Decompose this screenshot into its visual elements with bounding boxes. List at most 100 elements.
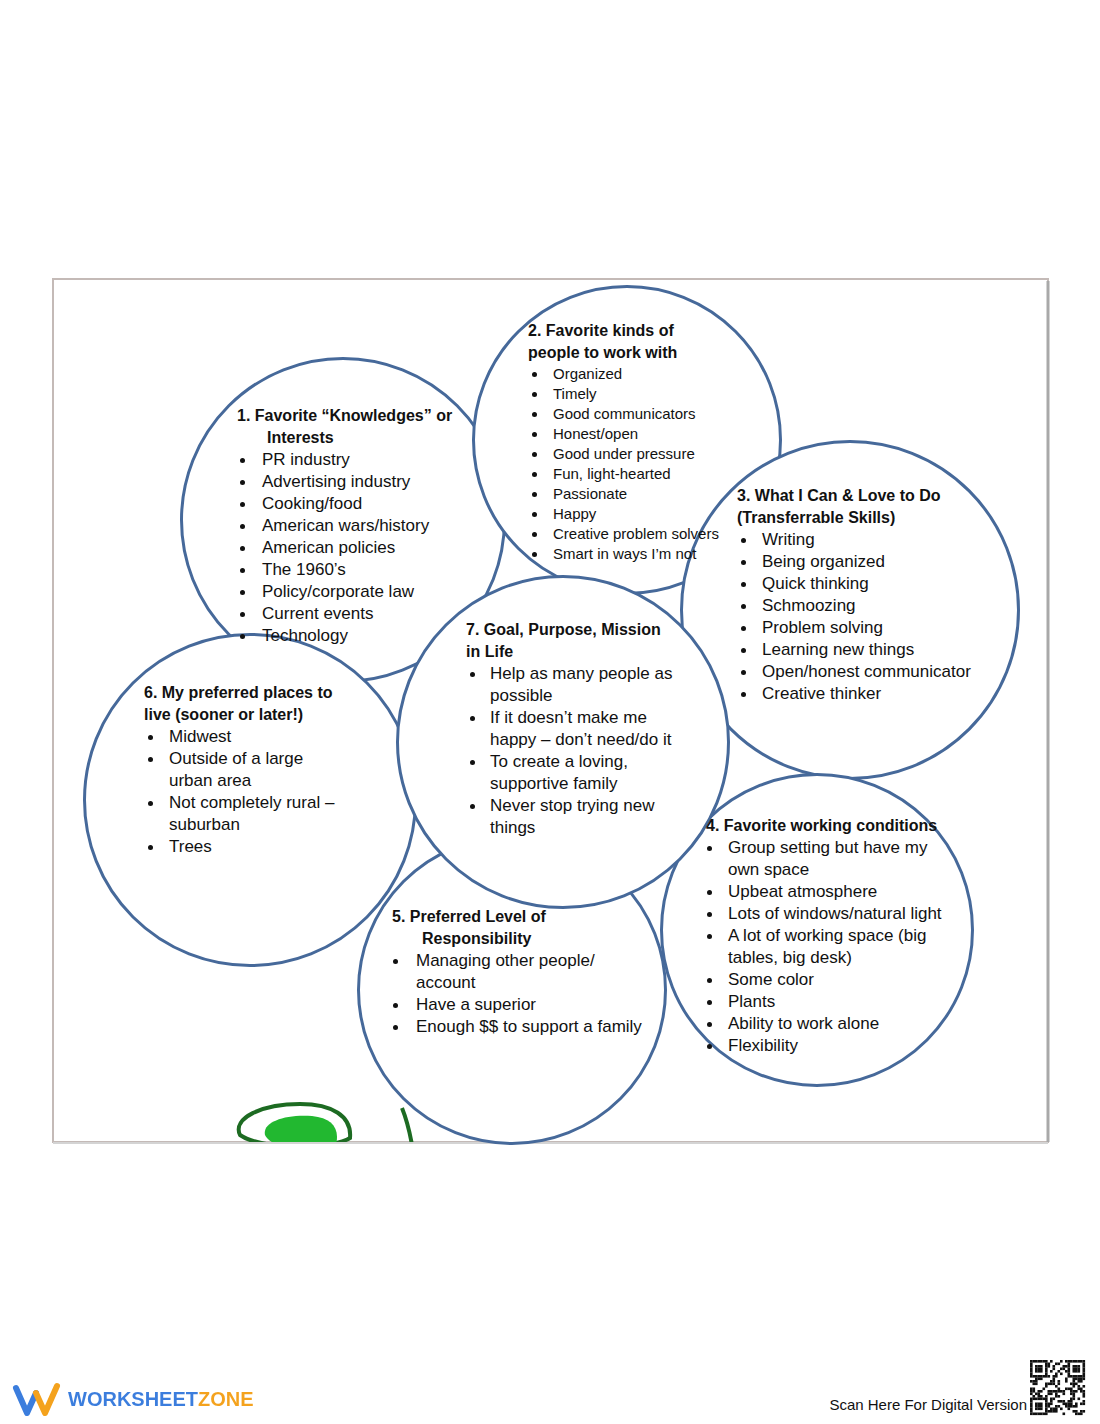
qr-module xyxy=(1080,1403,1083,1406)
bullet-item: Quick thinking xyxy=(737,573,997,595)
leaf-fill xyxy=(265,1116,337,1142)
qr-module xyxy=(1040,1365,1043,1368)
qr-module xyxy=(1053,1398,1056,1401)
bullet-dot xyxy=(148,845,153,850)
bullet-dot xyxy=(707,934,712,939)
qr-module xyxy=(1068,1360,1071,1363)
qr-module xyxy=(1050,1390,1053,1393)
qr-module xyxy=(1038,1360,1041,1363)
qr-module xyxy=(1045,1385,1048,1388)
circle-content: 6. My preferred places to live (sooner o… xyxy=(144,682,349,858)
qr-module xyxy=(1053,1375,1056,1378)
qr-module xyxy=(1083,1390,1086,1393)
qr-module xyxy=(1050,1400,1053,1403)
qr-module xyxy=(1033,1390,1036,1393)
qr-module xyxy=(1035,1408,1038,1411)
bullet-text: Flexibility xyxy=(728,1035,948,1057)
bullet-item: Fun, light-hearted xyxy=(528,464,738,484)
bullet-dot xyxy=(470,672,475,677)
qr-module xyxy=(1045,1410,1048,1413)
bullet-text: Some color xyxy=(728,969,948,991)
qr-module xyxy=(1030,1368,1033,1371)
leaf-stem xyxy=(402,1108,412,1142)
bullet-text: Never stop trying new things xyxy=(490,795,682,839)
qr-module xyxy=(1033,1383,1036,1386)
qr-module xyxy=(1060,1390,1063,1393)
qr-module xyxy=(1043,1360,1046,1363)
qr-module xyxy=(1068,1375,1071,1378)
bullet-dot xyxy=(240,612,245,617)
bullet-text: Ability to work alone xyxy=(728,1013,948,1035)
qr-module xyxy=(1065,1388,1068,1391)
qr-module xyxy=(1048,1363,1051,1366)
bullet-text: American wars/history xyxy=(262,515,492,537)
qr-module xyxy=(1083,1410,1086,1413)
qr-module xyxy=(1048,1383,1051,1386)
qr-module xyxy=(1045,1400,1048,1403)
bullet-dot xyxy=(532,372,537,377)
qr-module xyxy=(1055,1363,1058,1366)
bullet-item: Group setting but have my own space xyxy=(706,837,948,881)
bullet-dot xyxy=(532,492,537,497)
bullet-text: Happy xyxy=(553,504,738,524)
bullet-text: Learning new things xyxy=(762,639,997,661)
qr-module xyxy=(1080,1375,1083,1378)
idea-circle: 7. Goal, Purpose, Mission in LifeHelp as… xyxy=(396,575,730,909)
qr-module xyxy=(1053,1365,1056,1368)
qr-module xyxy=(1053,1390,1056,1393)
qr-module xyxy=(1048,1390,1051,1393)
qr-module xyxy=(1073,1398,1076,1401)
bullet-dot xyxy=(393,959,398,964)
qr-module xyxy=(1068,1388,1071,1391)
qr-module xyxy=(1083,1400,1086,1403)
bullet-text: American policies xyxy=(262,537,492,559)
qr-module xyxy=(1068,1408,1071,1411)
qr-module xyxy=(1078,1388,1081,1391)
bullet-item: Writing xyxy=(737,529,997,551)
qr-module xyxy=(1050,1393,1053,1396)
logo-mark xyxy=(16,1386,57,1413)
qr-module xyxy=(1078,1360,1081,1363)
qr-module xyxy=(1070,1398,1073,1401)
bullet-text: Schmoozing xyxy=(762,595,997,617)
qr-module xyxy=(1073,1393,1076,1396)
qr-module xyxy=(1063,1390,1066,1393)
bullet-text: Honest/open xyxy=(553,424,738,444)
qr-module xyxy=(1038,1390,1041,1393)
qr-module xyxy=(1063,1403,1066,1406)
bullet-dot xyxy=(470,804,475,809)
qr-module xyxy=(1048,1403,1051,1406)
bullet-item: To create a loving, supportive family xyxy=(466,751,682,795)
bullet-item: PR industry xyxy=(237,449,492,471)
qr-module xyxy=(1068,1405,1071,1408)
qr-module xyxy=(1038,1405,1041,1408)
qr-module xyxy=(1058,1383,1061,1386)
qr-module xyxy=(1045,1403,1048,1406)
bullet-text: Quick thinking xyxy=(762,573,997,595)
bullet-dot xyxy=(148,735,153,740)
bullet-item: Technology xyxy=(237,625,492,647)
qr-module xyxy=(1073,1380,1076,1383)
qr-module xyxy=(1040,1405,1043,1408)
qr-module xyxy=(1060,1408,1063,1411)
qr-module xyxy=(1038,1395,1041,1398)
qr-module xyxy=(1063,1400,1066,1403)
bullet-text: Policy/corporate law xyxy=(262,581,492,603)
bullet-item: Learning new things xyxy=(737,639,997,661)
qr-module xyxy=(1033,1398,1036,1401)
bullet-item: Being organized xyxy=(737,551,997,573)
qr-module xyxy=(1048,1410,1051,1413)
qr-module xyxy=(1033,1388,1036,1391)
qr-module xyxy=(1043,1398,1046,1401)
qr-module xyxy=(1083,1370,1086,1373)
qr-module xyxy=(1065,1405,1068,1408)
qr-module xyxy=(1075,1378,1078,1381)
qr-module xyxy=(1035,1405,1038,1408)
qr-module xyxy=(1045,1363,1048,1366)
qr-module xyxy=(1043,1375,1046,1378)
bullet-item: Cooking/food xyxy=(237,493,492,515)
bullet-item: Organized xyxy=(528,364,738,384)
bullet-item: Current events xyxy=(237,603,492,625)
qr-module xyxy=(1045,1405,1048,1408)
qr-module xyxy=(1030,1370,1033,1373)
